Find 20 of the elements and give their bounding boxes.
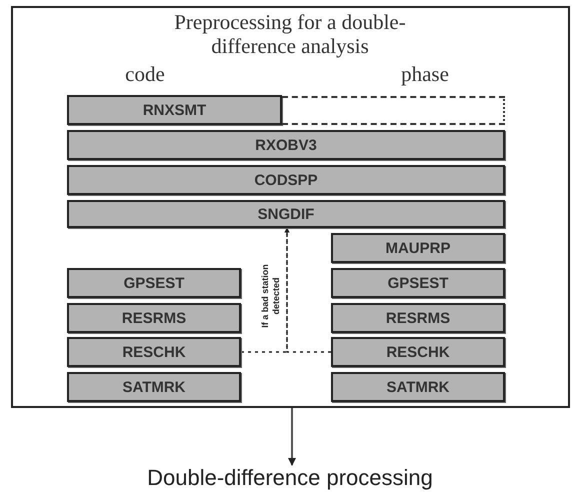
dashed-arrow [284, 228, 331, 353]
process-box: RESRMS [67, 303, 241, 333]
process-box: GPSEST [331, 268, 505, 298]
process-box: SATMRK [331, 372, 505, 402]
process-box: RESCHK [331, 337, 505, 367]
group-frame [11, 6, 570, 408]
process-box: GPSEST [67, 268, 241, 298]
arrow [288, 408, 296, 466]
process-box: CODSPP [67, 165, 505, 195]
process-box: RESCHK [67, 337, 241, 367]
process-box: RESRMS [331, 303, 505, 333]
process-box: SATMRK [67, 372, 241, 402]
process-box: SNGDIF [67, 200, 505, 228]
dashed-box [282, 96, 505, 125]
process-box: RXOBV3 [67, 130, 505, 160]
column-heading: code [124, 62, 166, 86]
process-label: Double-difference processing [40, 465, 540, 492]
column-heading: phase [400, 62, 450, 86]
process-box: RNXSMT [67, 95, 282, 125]
process-box: MAUPRP [331, 233, 505, 263]
